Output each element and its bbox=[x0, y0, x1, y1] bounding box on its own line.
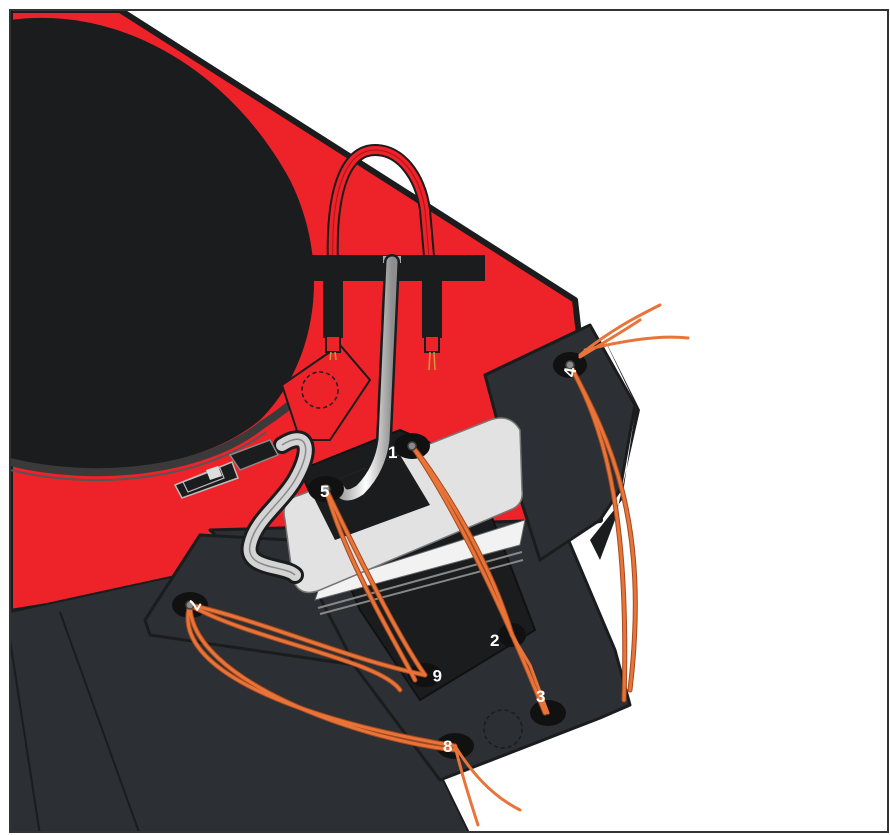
lace-number-5: 5 bbox=[320, 482, 329, 501]
lace-number-6: 6 bbox=[433, 666, 442, 685]
lace-number-3: 3 bbox=[536, 687, 545, 706]
handle-leg-left bbox=[323, 278, 343, 338]
handle-leg-right bbox=[422, 278, 442, 338]
lace-number-8: 8 bbox=[443, 737, 452, 756]
lace-number-2: 2 bbox=[490, 631, 499, 650]
black-canopy-bag bbox=[10, 18, 314, 470]
lace-number-1: 1 bbox=[388, 443, 397, 462]
